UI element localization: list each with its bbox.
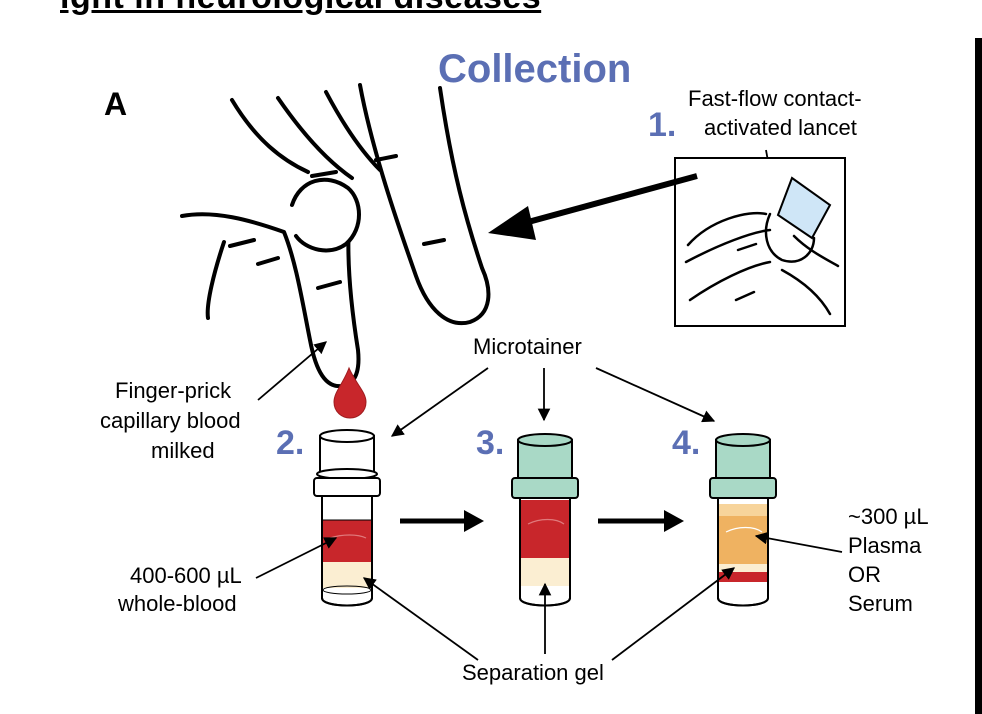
step-1-number: 1. bbox=[648, 106, 676, 144]
lancet-device bbox=[776, 176, 832, 240]
step-2-number: 2. bbox=[276, 424, 304, 462]
blood-drop bbox=[333, 366, 367, 419]
arrow-2-to-3-head bbox=[464, 510, 484, 532]
tube-3 bbox=[511, 433, 579, 607]
tube-4 bbox=[709, 433, 777, 607]
finger-label-line2: capillary blood bbox=[100, 408, 241, 433]
plasma-pointer bbox=[754, 531, 843, 553]
plasma-line4: Serum bbox=[848, 591, 913, 616]
whole-blood-line1: 400-600 µL bbox=[130, 563, 242, 588]
panel-label: A bbox=[104, 86, 127, 122]
whole-blood-pointer bbox=[255, 537, 338, 579]
plasma-line2: Plasma bbox=[848, 533, 922, 558]
gel-pointer-right bbox=[611, 567, 736, 661]
inset-to-finger-arrow bbox=[505, 173, 698, 231]
separation-gel-label: Separation gel bbox=[462, 660, 604, 685]
arrow-3-to-4-head bbox=[664, 510, 684, 532]
page-heading-cut: ight in neurological diseases bbox=[60, 0, 541, 17]
microtainer-arrow-right bbox=[595, 367, 716, 423]
lancet-label-line1: Fast-flow contact- bbox=[688, 86, 862, 111]
plasma-line1: ~300 µL bbox=[848, 504, 929, 529]
microtainer-label: Microtainer bbox=[473, 334, 582, 359]
plasma-line3: OR bbox=[848, 562, 881, 587]
hand-illustration bbox=[180, 83, 491, 389]
step-4-number: 4. bbox=[672, 424, 700, 462]
gel-pointer-left bbox=[362, 577, 479, 661]
microtainer-arrow-left bbox=[390, 367, 489, 437]
finger-pointer bbox=[257, 341, 327, 401]
lancet-label-line2: activated lancet bbox=[704, 115, 857, 140]
inset-to-finger-arrowhead bbox=[488, 206, 536, 240]
whole-blood-line2: whole-blood bbox=[117, 591, 237, 616]
lancet-inset-box bbox=[674, 157, 846, 327]
finger-label-line1: Finger-prick bbox=[115, 378, 232, 403]
step-3-number: 3. bbox=[476, 424, 504, 462]
finger-label-line3: milked bbox=[151, 438, 215, 463]
figure-title: Collection bbox=[438, 47, 631, 91]
tube-2 bbox=[313, 429, 381, 607]
edge-bar bbox=[975, 38, 982, 714]
